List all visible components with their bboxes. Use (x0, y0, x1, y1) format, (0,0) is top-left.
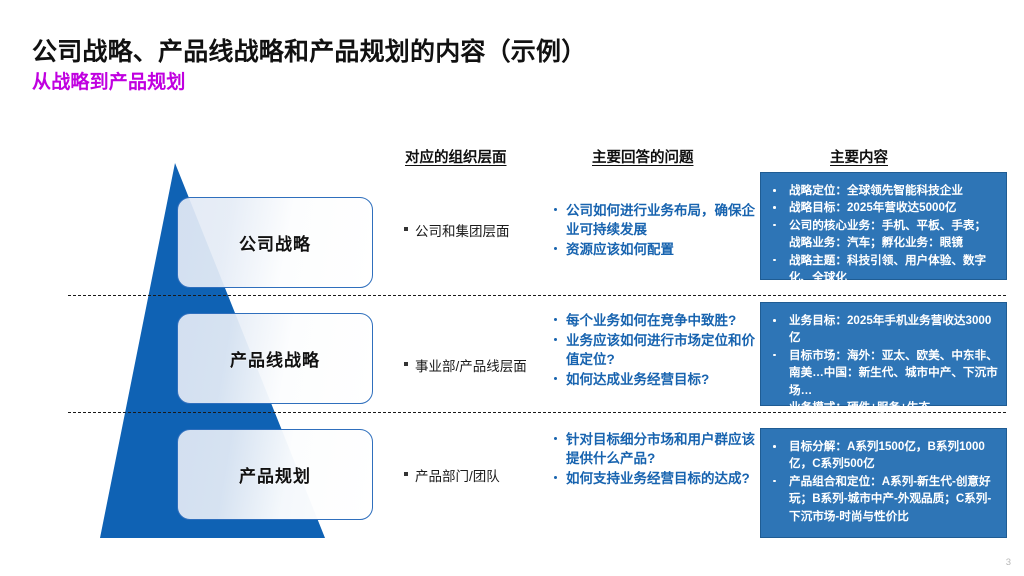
square-bullet-icon (404, 362, 408, 366)
page-subtitle: 从战略到产品规划 (32, 72, 186, 93)
content-box-product-line-strategy: 业务目标：2025年手机业务营收达3000亿目标市场：海外：亚太、欧美、中东非、… (760, 302, 1007, 414)
org-level-item-1: 公司和集团层面 (404, 220, 510, 240)
content-item: 业务目标：2025年手机业务营收达3000亿 (767, 312, 998, 347)
tier-box-product-planning[interactable]: 产品规划 (177, 429, 373, 520)
square-bullet-icon (404, 472, 408, 476)
tier-label: 公司战略 (239, 235, 311, 254)
content-box-corporate-strategy: 战略定位：全球领先智能科技企业战略目标：2025年营收达5000亿公司的核心业务… (760, 172, 1007, 284)
content-items: 战略定位：全球领先智能科技企业战略目标：2025年营收达5000亿公司的核心业务… (767, 182, 998, 286)
question-item: 如何达成业务经营目标? (552, 370, 757, 389)
question-item: 资源应该如何配置 (552, 240, 757, 259)
tier-box-corporate-strategy[interactable]: 公司战略 (177, 197, 373, 288)
question-list-3: 针对目标细分市场和用户群应该提供什么产品?如何支持业务经营目标的达成? (552, 430, 757, 489)
question-item: 针对目标细分市场和用户群应该提供什么产品? (552, 430, 757, 468)
column-header-question: 主要回答的问题 (592, 150, 694, 166)
question-list-2: 每个业务如何在竞争中致胜?业务应该如何进行市场定位和价值定位?如何达成业务经营目… (552, 311, 757, 391)
question-items: 公司如何进行业务布局，确保企业可持续发展资源应该如何配置 (552, 201, 757, 259)
tier-label: 产品线战略 (230, 351, 320, 370)
tier-label: 产品规划 (239, 467, 311, 486)
question-item: 如何支持业务经营目标的达成? (552, 469, 757, 488)
content-item: 公司的核心业务：手机、平板、手表； (767, 217, 998, 234)
question-item: 每个业务如何在竞争中致胜? (552, 311, 757, 330)
org-level-item-2: 事业部/产品线层面 (404, 355, 527, 375)
org-level-label: 产品部门/团队 (415, 469, 500, 484)
content-item: 战略主题：科技引领、用户体验、数字化、全球化 (767, 252, 998, 287)
question-list-1: 公司如何进行业务布局，确保企业可持续发展资源应该如何配置 (552, 201, 757, 260)
org-level-label: 公司和集团层面 (415, 224, 510, 239)
tier-divider-2 (68, 412, 1006, 413)
question-item: 业务应该如何进行市场定位和价值定位? (552, 331, 757, 369)
tier-box-product-line-strategy[interactable]: 产品线战略 (177, 313, 373, 404)
column-header-content: 主要内容 (830, 150, 888, 166)
question-items: 每个业务如何在竞争中致胜?业务应该如何进行市场定位和价值定位?如何达成业务经营目… (552, 311, 757, 390)
page-title: 公司战略、产品线战略和产品规划的内容（示例） (32, 38, 587, 66)
content-item: 战略业务：汽车；孵化业务：眼镜 (789, 236, 963, 250)
org-level-item-3: 产品部门/团队 (404, 465, 500, 485)
content-item: 产品组合和定位：A系列-新生代-创意好玩；B系列-城市中产-外观品质；C系列-下… (767, 473, 998, 525)
tier-divider-1 (68, 295, 1006, 296)
page-number: 3 (1005, 557, 1011, 568)
content-items: 目标分解：A系列1500亿，B系列1000亿，C系列500亿产品组合和定位：A系… (767, 438, 998, 525)
content-item: 战略目标：2025年营收达5000亿 (767, 199, 998, 216)
square-bullet-icon (404, 227, 408, 231)
column-header-org: 对应的组织层面 (405, 150, 507, 166)
content-item: 战略定位：全球领先智能科技企业 (767, 182, 998, 199)
content-box-product-planning: 目标分解：A系列1500亿，B系列1000亿，C系列500亿产品组合和定位：A系… (760, 428, 1007, 538)
question-items: 针对目标细分市场和用户群应该提供什么产品?如何支持业务经营目标的达成? (552, 430, 757, 488)
content-item: 目标分解：A系列1500亿，B系列1000亿，C系列500亿 (767, 438, 998, 473)
content-items: 业务目标：2025年手机业务营收达3000亿目标市场：海外：亚太、欧美、中东非、… (767, 312, 998, 416)
content-item: 业务模式：硬件+服务+生态 (767, 399, 998, 416)
content-item: 目标市场：海外：亚太、欧美、中东非、南美…中国：新生代、城市中产、下沉市场… (767, 347, 998, 399)
question-item: 公司如何进行业务布局，确保企业可持续发展 (552, 201, 757, 239)
org-level-label: 事业部/产品线层面 (415, 359, 527, 374)
